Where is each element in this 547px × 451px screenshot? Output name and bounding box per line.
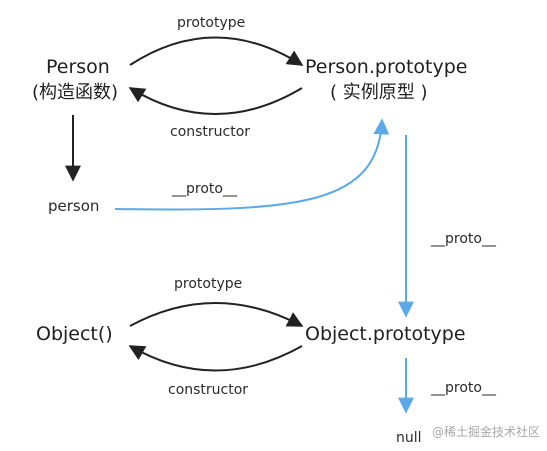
label-proto-person: __proto__ (172, 181, 237, 197)
label-prototype-top: prototype (177, 15, 246, 31)
object-prototype: Object.prototype (305, 323, 466, 345)
person-instance: person (48, 197, 100, 215)
object-constructor: Object() (36, 323, 113, 345)
person-prototype-name: Person.prototype (305, 56, 468, 78)
person-constructor-name: Person (46, 56, 110, 78)
arrow-constructor-top (128, 87, 303, 115)
watermark: @稀土掘金技术社区 (432, 425, 541, 439)
null-node: null (396, 430, 422, 446)
label-constructor-top: constructor (170, 124, 251, 140)
arrow-proto-person (114, 118, 390, 211)
label-proto-chain: __proto__ (431, 231, 496, 247)
label-prototype-bottom: prototype (174, 276, 243, 292)
arrow-prototype-bottom (129, 302, 304, 327)
person-constructor-sub: (构造函数) (32, 82, 119, 103)
arrow-constructor-bottom (128, 345, 303, 372)
label-proto-null: __proto__ (431, 380, 496, 396)
person-prototype-sub: ( 实例原型 ) (330, 82, 428, 103)
arrow-prototype-top (129, 36, 304, 66)
label-constructor-bottom: constructor (168, 382, 249, 398)
